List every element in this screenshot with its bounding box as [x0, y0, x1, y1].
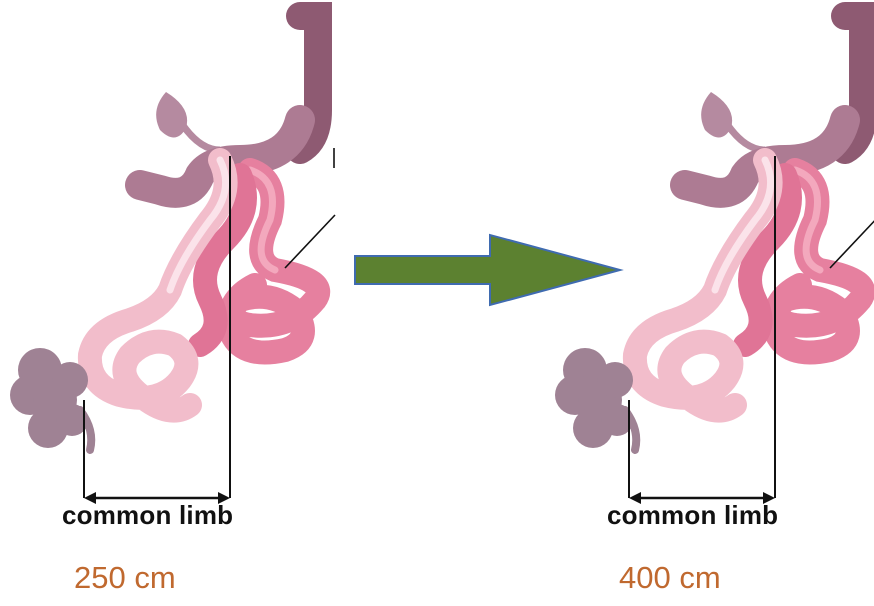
common-limb-label: common limb [62, 500, 233, 531]
right-diagram-panel: common limb 400 cm [545, 0, 874, 606]
length-label-400: 400 cm [619, 560, 721, 596]
length-label-250: 250 cm [74, 560, 176, 596]
left-diagram-panel: common limb 250 cm [0, 0, 340, 606]
common-limb-label: common limb [607, 500, 778, 531]
